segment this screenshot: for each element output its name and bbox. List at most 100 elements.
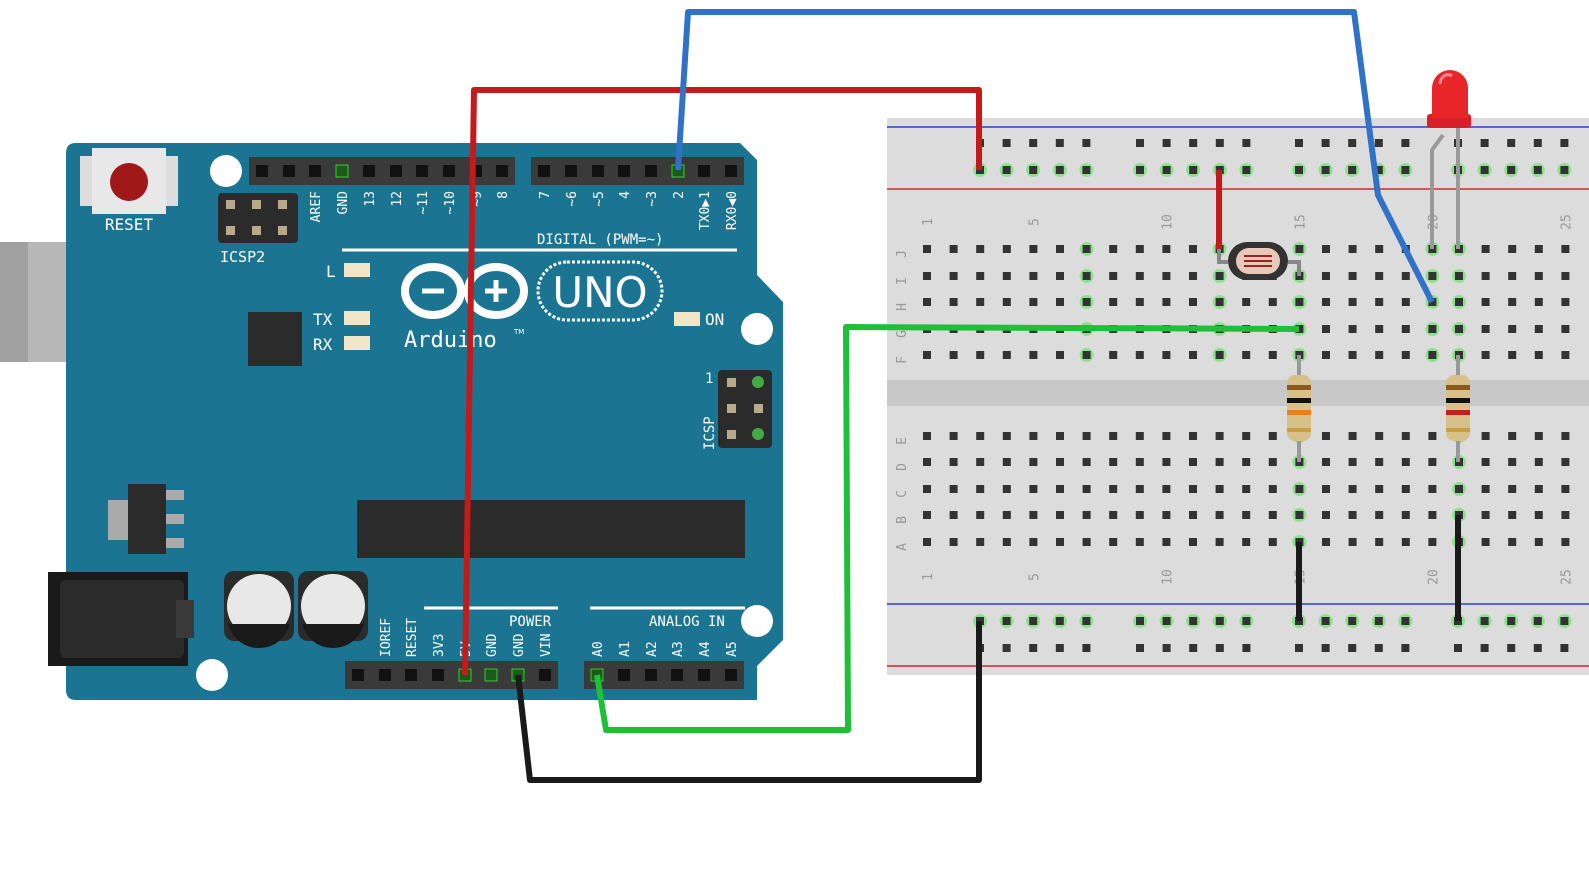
- breadboard-hole[interactable]: [1322, 245, 1330, 253]
- breadboard-hole[interactable]: [949, 511, 958, 519]
- breadboard-hole[interactable]: [1082, 538, 1091, 546]
- breadboard-hole[interactable]: [1135, 511, 1144, 519]
- breadboard-hole[interactable]: [976, 458, 985, 466]
- header-pin[interactable]: [443, 165, 455, 177]
- breadboard-hole[interactable]: [1348, 511, 1357, 519]
- header-pin[interactable]: [645, 669, 657, 681]
- breadboard-hole[interactable]: [1056, 272, 1064, 280]
- breadboard-hole[interactable]: [1242, 432, 1251, 440]
- breadboard-hole[interactable]: [1162, 272, 1171, 280]
- breadboard-hole[interactable]: [1348, 458, 1357, 466]
- power-rail-hole[interactable]: [1507, 166, 1516, 174]
- breadboard-hole[interactable]: [1295, 325, 1304, 333]
- breadboard-hole[interactable]: [1162, 351, 1171, 359]
- power-rail-hole[interactable]: [1374, 166, 1383, 174]
- breadboard-hole[interactable]: [1109, 458, 1118, 466]
- breadboard-hole[interactable]: [1268, 485, 1277, 493]
- breadboard-hole[interactable]: [1401, 272, 1410, 280]
- power-rail-hole[interactable]: [1082, 617, 1091, 625]
- breadboard-hole[interactable]: [923, 538, 931, 546]
- header-pin[interactable]: [698, 165, 710, 177]
- power-rail-hole[interactable]: [1136, 139, 1144, 147]
- breadboard-hole[interactable]: [1002, 458, 1011, 466]
- header-pin[interactable]: [335, 164, 349, 178]
- header-pin[interactable]: [484, 668, 498, 682]
- breadboard-hole[interactable]: [1295, 245, 1304, 253]
- power-rail-hole[interactable]: [1029, 139, 1038, 147]
- header-pin[interactable]: [256, 165, 268, 177]
- breadboard-hole[interactable]: [1322, 511, 1330, 519]
- breadboard-hole[interactable]: [1561, 325, 1570, 333]
- breadboard-hole[interactable]: [1508, 272, 1517, 280]
- header-pin[interactable]: [416, 165, 428, 177]
- breadboard-hole[interactable]: [1428, 272, 1437, 280]
- breadboard-hole[interactable]: [949, 245, 958, 253]
- power-rail-hole[interactable]: [1348, 139, 1357, 147]
- breadboard-hole[interactable]: [1162, 458, 1171, 466]
- power-rail-hole[interactable]: [1507, 617, 1516, 625]
- breadboard-hole[interactable]: [1109, 432, 1118, 440]
- breadboard-hole[interactable]: [1322, 432, 1330, 440]
- power-rail-hole[interactable]: [1162, 644, 1171, 652]
- breadboard-hole[interactable]: [1082, 298, 1091, 306]
- breadboard-hole[interactable]: [1375, 485, 1384, 493]
- breadboard-hole[interactable]: [1189, 351, 1197, 359]
- breadboard-hole[interactable]: [1135, 298, 1144, 306]
- breadboard-hole[interactable]: [1508, 432, 1517, 440]
- header-pin[interactable]: [645, 165, 657, 177]
- breadboard-hole[interactable]: [1534, 458, 1543, 466]
- power-rail-hole[interactable]: [1242, 617, 1251, 625]
- breadboard-hole[interactable]: [1056, 458, 1064, 466]
- breadboard-hole[interactable]: [1481, 511, 1490, 519]
- breadboard-hole[interactable]: [1455, 272, 1463, 280]
- power-rail-hole[interactable]: [1136, 644, 1144, 652]
- breadboard-hole[interactable]: [1029, 272, 1038, 280]
- breadboard-hole[interactable]: [1056, 298, 1064, 306]
- breadboard-hole[interactable]: [1561, 432, 1570, 440]
- power-rail-hole[interactable]: [1507, 644, 1516, 652]
- breadboard-hole[interactable]: [1056, 351, 1064, 359]
- breadboard-hole[interactable]: [1135, 245, 1144, 253]
- breadboard-hole[interactable]: [1268, 351, 1277, 359]
- breadboard-hole[interactable]: [976, 245, 985, 253]
- breadboard-hole[interactable]: [1082, 245, 1091, 253]
- power-rail-hole[interactable]: [1560, 617, 1569, 625]
- power-rail-hole[interactable]: [1480, 617, 1489, 625]
- breadboard-hole[interactable]: [1162, 432, 1171, 440]
- power-rail-hole[interactable]: [1321, 644, 1330, 652]
- breadboard-hole[interactable]: [1508, 458, 1517, 466]
- breadboard-hole[interactable]: [1002, 298, 1011, 306]
- breadboard-hole[interactable]: [1481, 485, 1490, 493]
- breadboard-hole[interactable]: [976, 298, 985, 306]
- breadboard-hole[interactable]: [1162, 298, 1171, 306]
- header-pin[interactable]: [565, 165, 577, 177]
- breadboard-hole[interactable]: [1561, 298, 1570, 306]
- header-pin[interactable]: [352, 669, 364, 681]
- power-rail-hole[interactable]: [1295, 139, 1303, 147]
- power-rail-hole[interactable]: [1055, 166, 1064, 174]
- breadboard-hole[interactable]: [1401, 298, 1410, 306]
- breadboard-hole[interactable]: [1189, 245, 1197, 253]
- breadboard-hole[interactable]: [1375, 511, 1384, 519]
- breadboard-hole[interactable]: [976, 432, 985, 440]
- breadboard-hole[interactable]: [1082, 272, 1091, 280]
- header-pin[interactable]: [592, 165, 604, 177]
- breadboard-hole[interactable]: [1082, 432, 1091, 440]
- header-pin[interactable]: [725, 165, 737, 177]
- breadboard-hole[interactable]: [949, 485, 958, 493]
- power-rail-hole[interactable]: [1189, 139, 1198, 147]
- breadboard-hole[interactable]: [1242, 298, 1251, 306]
- breadboard-hole[interactable]: [923, 298, 931, 306]
- breadboard-hole[interactable]: [1561, 272, 1570, 280]
- breadboard-hole[interactable]: [1135, 351, 1144, 359]
- breadboard-hole[interactable]: [1534, 511, 1543, 519]
- power-rail-hole[interactable]: [1560, 139, 1569, 147]
- breadboard-hole[interactable]: [1508, 511, 1517, 519]
- power-rail-hole[interactable]: [1242, 644, 1251, 652]
- header-pin[interactable]: [309, 165, 321, 177]
- header-pin[interactable]: [698, 669, 710, 681]
- breadboard-hole[interactable]: [1002, 272, 1011, 280]
- breadboard-hole[interactable]: [1481, 458, 1490, 466]
- header-pin[interactable]: [496, 165, 508, 177]
- breadboard-hole[interactable]: [1189, 432, 1197, 440]
